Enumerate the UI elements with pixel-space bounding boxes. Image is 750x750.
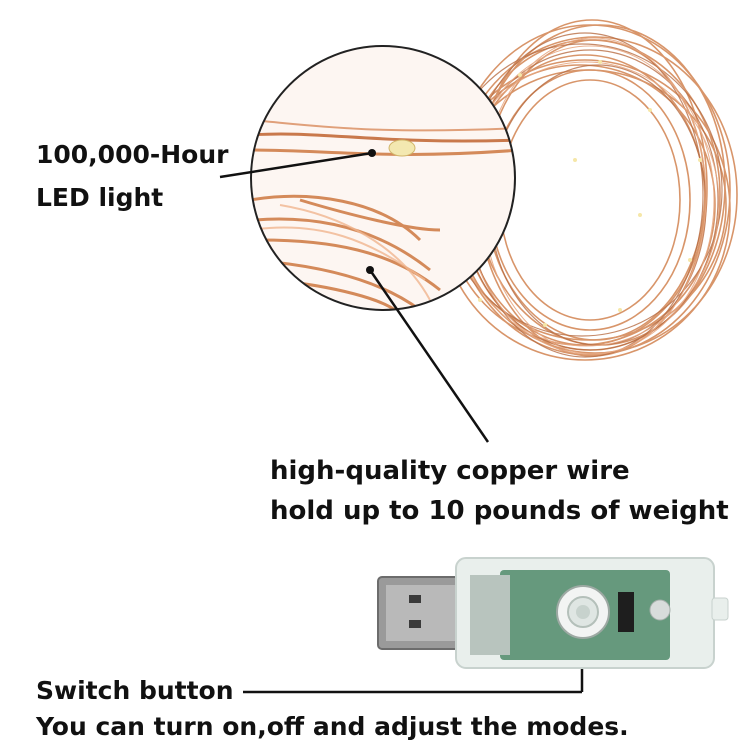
wire-callout-line2: hold up to 10 pounds of weight: [270, 496, 729, 526]
usb-controller: [377, 557, 729, 669]
led-dots: [478, 60, 702, 327]
zoom-magnifier: [250, 45, 516, 311]
led-callout-line2: LED light: [36, 183, 164, 212]
switch-callout-line2: You can turn on,off and adjust the modes…: [36, 712, 629, 741]
led-callout-line1: 100,000-Hour: [36, 140, 229, 169]
wire-callout-line1: high-quality copper wire: [270, 456, 630, 486]
switch-callout-line1: Switch button: [36, 676, 234, 705]
